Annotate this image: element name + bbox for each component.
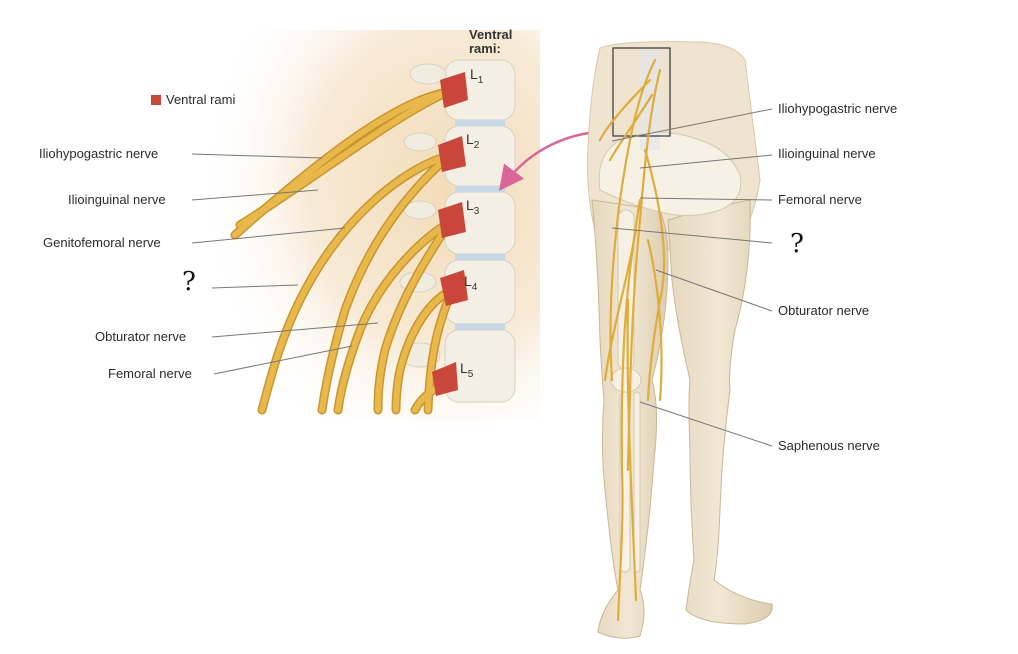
right-label-iliohypogastric: Iliohypogastric nerve <box>778 101 898 116</box>
left-label-femoral: Femoral nerve <box>108 366 192 381</box>
level-l1: L1 <box>470 66 484 86</box>
right-label-obturator: Obturator nerve <box>778 303 870 318</box>
left-unknown-label: ? <box>182 267 196 297</box>
level-l4: L4 <box>464 273 478 293</box>
leg-figure <box>587 41 773 639</box>
right-label-femoral: Femoral nerve <box>778 192 862 207</box>
left-label-ilioinguinal: Ilioinguinal nerve <box>68 192 166 207</box>
right-unknown-label: ? <box>790 229 804 259</box>
plexus-nerves <box>230 87 457 415</box>
ventral-rami-header-line2: rami: <box>469 41 501 56</box>
right-leader-lines <box>611 108 773 447</box>
leg-left <box>667 199 773 625</box>
ventral-rami-header-line1: Ventral <box>469 27 513 42</box>
left-label-genitofemoral: Genitofemoral nerve <box>43 235 161 250</box>
level-l3: L3 <box>466 197 480 217</box>
legend-label: Ventral rami <box>166 92 236 107</box>
left-label-iliohypogastric: Iliohypogastric nerve <box>39 146 159 161</box>
ventral-rami-swatch <box>151 95 161 105</box>
left-label-obturator: Obturator nerve <box>95 329 187 344</box>
leg-nerves <box>598 58 666 622</box>
zoom-inset-box <box>612 47 671 137</box>
right-label-saphenous: Saphenous nerve <box>778 438 880 453</box>
ventral-rami-marks <box>432 72 468 396</box>
right-label-ilioinguinal: Ilioinguinal nerve <box>778 146 876 161</box>
left-leader-lines <box>191 153 379 375</box>
level-l2: L2 <box>466 131 480 151</box>
plexus-closeup <box>191 30 540 420</box>
level-l5: L5 <box>460 360 474 380</box>
